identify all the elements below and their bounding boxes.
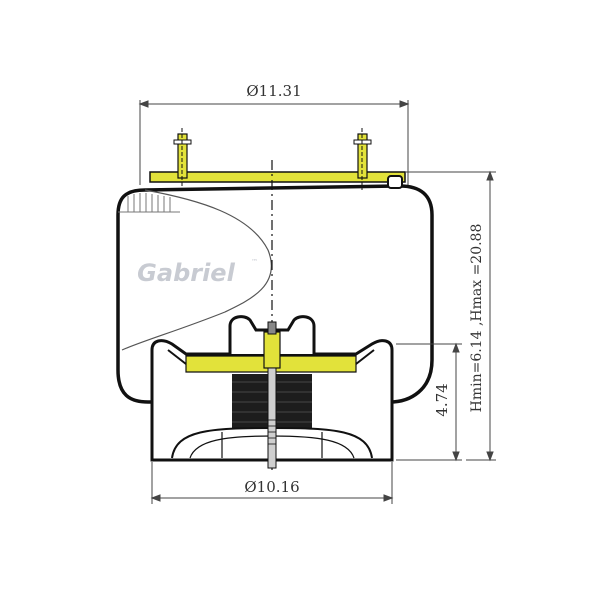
height-range-label: Hmin=6.14 ,Hmax =20.88 (469, 224, 485, 413)
piston-height-dimension (396, 342, 462, 462)
brand-logo: Gabriel (137, 259, 235, 287)
piston (150, 315, 394, 469)
top-diameter-dimension (138, 100, 410, 185)
top-diameter-label: Ø11.31 (246, 82, 301, 100)
height-range-dimension (406, 170, 496, 462)
bottom-diameter-dimension (150, 462, 394, 504)
bottom-diameter-label: Ø10.16 (244, 478, 299, 496)
piston-height-label: 4.74 (433, 383, 451, 416)
top-bead-plate (149, 128, 406, 190)
trademark-mark-icon: ™ (251, 258, 258, 266)
